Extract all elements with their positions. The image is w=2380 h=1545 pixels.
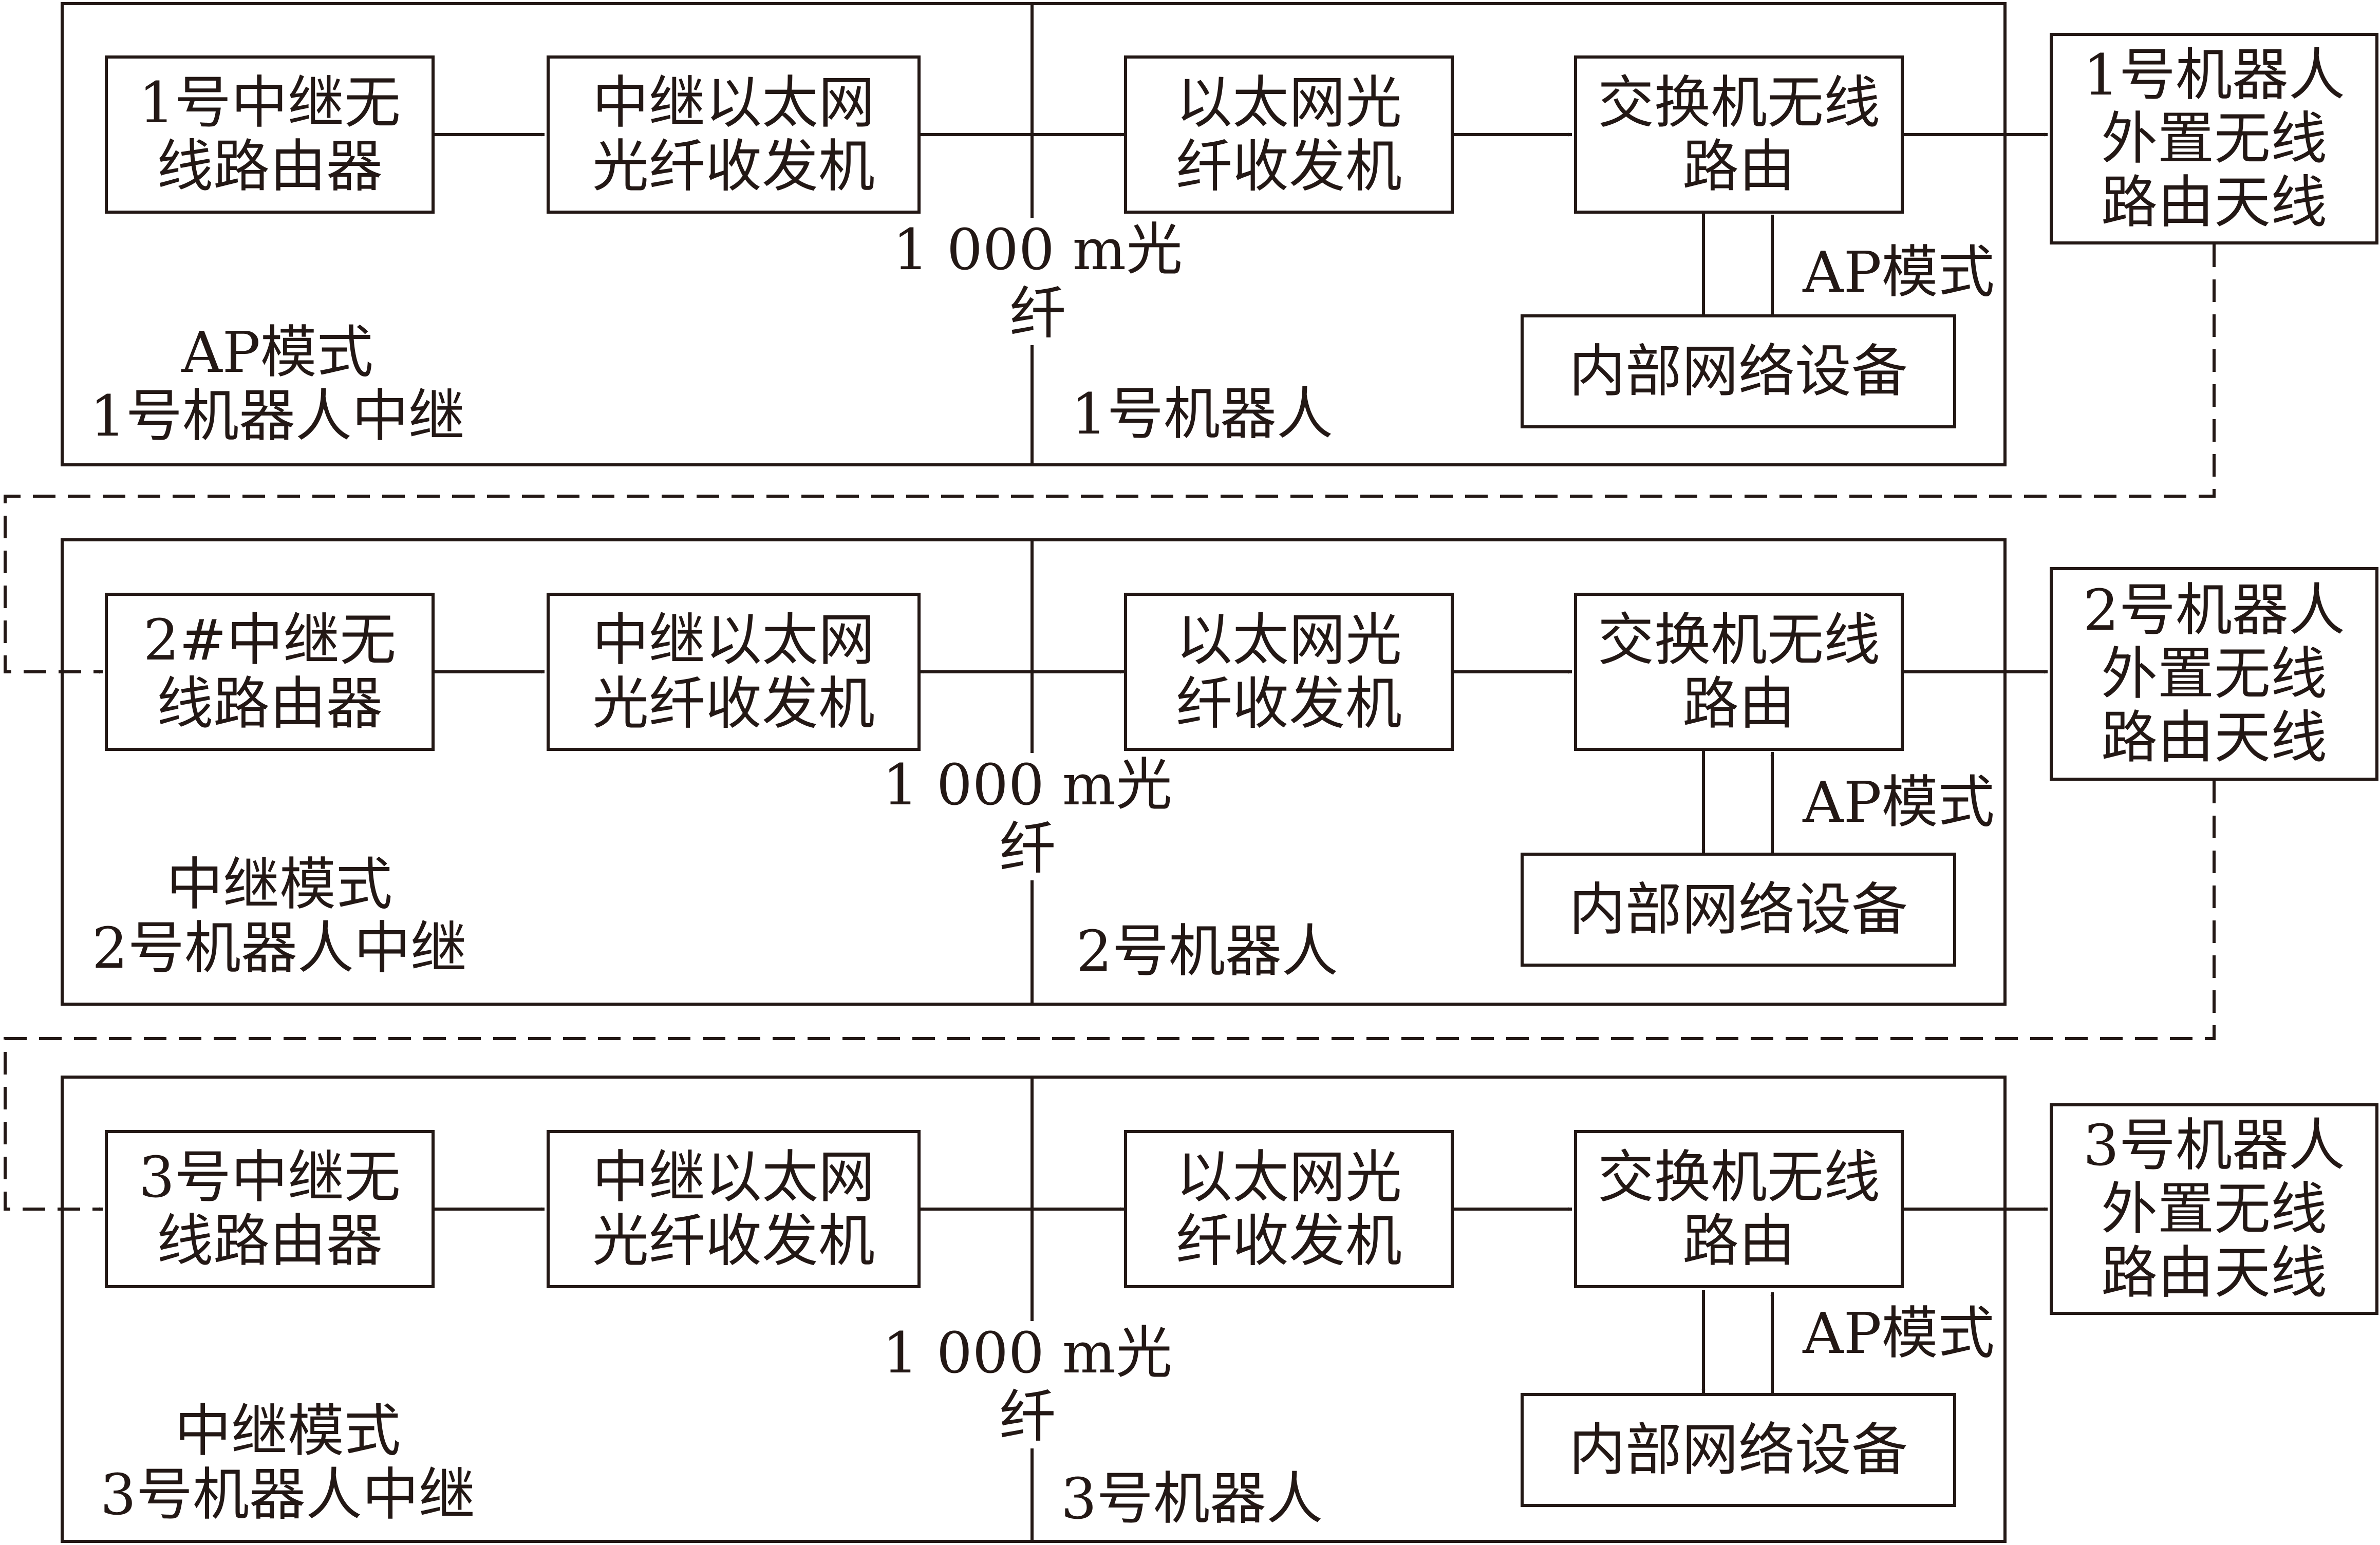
right-caption: 3号机器人 [1048,1467,1336,1531]
repeater-router-box: 1号中继无 线路由器 [105,55,435,214]
ap-mode-label: AP模式 [1796,770,2001,834]
left-caption: 中继模式 3号机器人中继 [82,1399,493,1527]
relay-transceiver-box: 中继以太网 光纤收发机 [547,1130,921,1288]
antenna-box: 1号机器人 外置无线 路由天线 [2050,33,2378,244]
wireless-link-1-to-2 [4,244,2216,674]
ap-mode-label: AP模式 [1796,240,2001,304]
relay-transceiver-box: 中继以太网 光纤收发机 [547,593,921,751]
repeater-router-box: 3号中继无 线路由器 [105,1130,435,1288]
left-caption: 中继模式 2号机器人中继 [74,853,485,980]
fiber-label: 1 000 m光纤 [868,753,1187,880]
robot-transceiver-box: 以太网光 纤收发机 [1124,593,1454,751]
row-divider-3 [1030,1076,1034,1543]
switch-router-box: 交换机无线 路由 [1574,55,1904,214]
internal-device-box: 内部网络设备 [1521,314,1956,428]
row-frame-3 [61,1076,2007,1543]
internal-device-box: 内部网络设备 [1521,853,1956,967]
ap-mode-label: AP模式 [1796,1302,2001,1365]
wireless-link-2-to-3 [4,781,2216,1211]
robot-transceiver-box: 以太网光 纤收发机 [1124,1130,1454,1288]
internal-device-box: 内部网络设备 [1521,1393,1956,1507]
antenna-box: 2号机器人 外置无线 路由天线 [2050,567,2378,781]
fiber-label: 1 000 m光纤 [878,218,1197,345]
fiber-label: 1 000 m光纤 [868,1321,1187,1448]
repeater-router-box: 2#中继无 线路由器 [105,593,435,751]
right-caption: 1号机器人 [1058,382,1346,446]
robot-transceiver-box: 以太网光 纤收发机 [1124,55,1454,214]
switch-router-box: 交换机无线 路由 [1574,1130,1904,1288]
relay-transceiver-box: 中继以太网 光纤收发机 [547,55,921,214]
left-caption: AP模式 1号机器人中继 [72,321,483,448]
antenna-box: 3号机器人 外置无线 路由天线 [2050,1103,2378,1315]
row-frame-2 [61,538,2007,1006]
switch-router-box: 交换机无线 路由 [1574,593,1904,751]
row-frame-1 [61,2,2007,466]
right-caption: 2号机器人 [1063,919,1351,983]
